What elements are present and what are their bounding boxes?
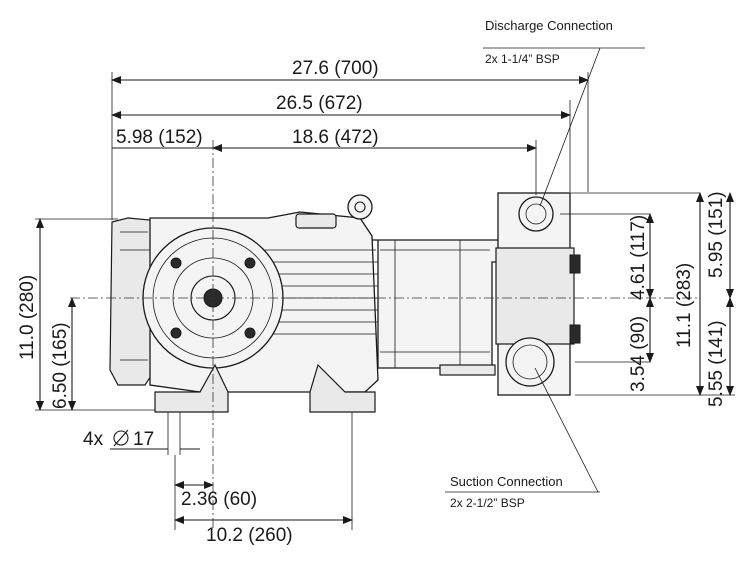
dim-mount-hole-dia: 17: [133, 429, 154, 450]
dim-overall-height: 11.0 (280): [17, 275, 38, 360]
mounting-foot-right: [309, 363, 376, 413]
dim-manifold-bottom: 5.55 (141): [706, 320, 727, 407]
dim-foot-spacing: 10.2 (260): [206, 525, 293, 546]
suction-callout-spec: 2x 2-1/2” BSP: [450, 496, 525, 510]
dim-discharge-to-center: 4.61 (117): [628, 215, 649, 300]
mounting-foot-left: [154, 363, 229, 413]
dim-shaft-height: 6.50 (165): [50, 322, 71, 409]
diameter-icon: [113, 429, 129, 447]
cooling-fins: [262, 249, 378, 335]
pump-assembly: [109, 192, 581, 413]
dim-motor-to-manifold: 18.6 (472): [292, 127, 379, 148]
discharge-callout-title: Discharge Connection: [485, 18, 613, 33]
dimension-lines: [36, 76, 734, 524]
lifting-eye: [347, 194, 373, 220]
discharge-port: [518, 196, 554, 232]
dim-manifold-height: 11.1 (283): [674, 263, 695, 348]
center-lines: [70, 140, 700, 530]
dim-manifold-top: 5.95 (151): [706, 191, 727, 278]
mount-holes-count: 4x: [83, 429, 104, 450]
dim-foot-width: 2.36 (60): [181, 489, 257, 510]
dim-motor-offset: 5.98 (152): [116, 127, 203, 148]
dim-overall-length: 27.6 (700): [292, 58, 379, 79]
discharge-callout-spec: 2x 1-1/4” BSP: [485, 52, 560, 66]
dim-mount-holes: 4x: [83, 429, 104, 450]
extension-lines: [35, 72, 735, 530]
callout-leaders: [445, 47, 645, 493]
suction-callout-title: Suction Connection: [450, 474, 563, 489]
dim-length-to-manifold: 26.5 (672): [276, 93, 363, 114]
plunger-housing: [372, 239, 501, 369]
dim-suction-to-center: 3.54 (90): [628, 316, 649, 392]
